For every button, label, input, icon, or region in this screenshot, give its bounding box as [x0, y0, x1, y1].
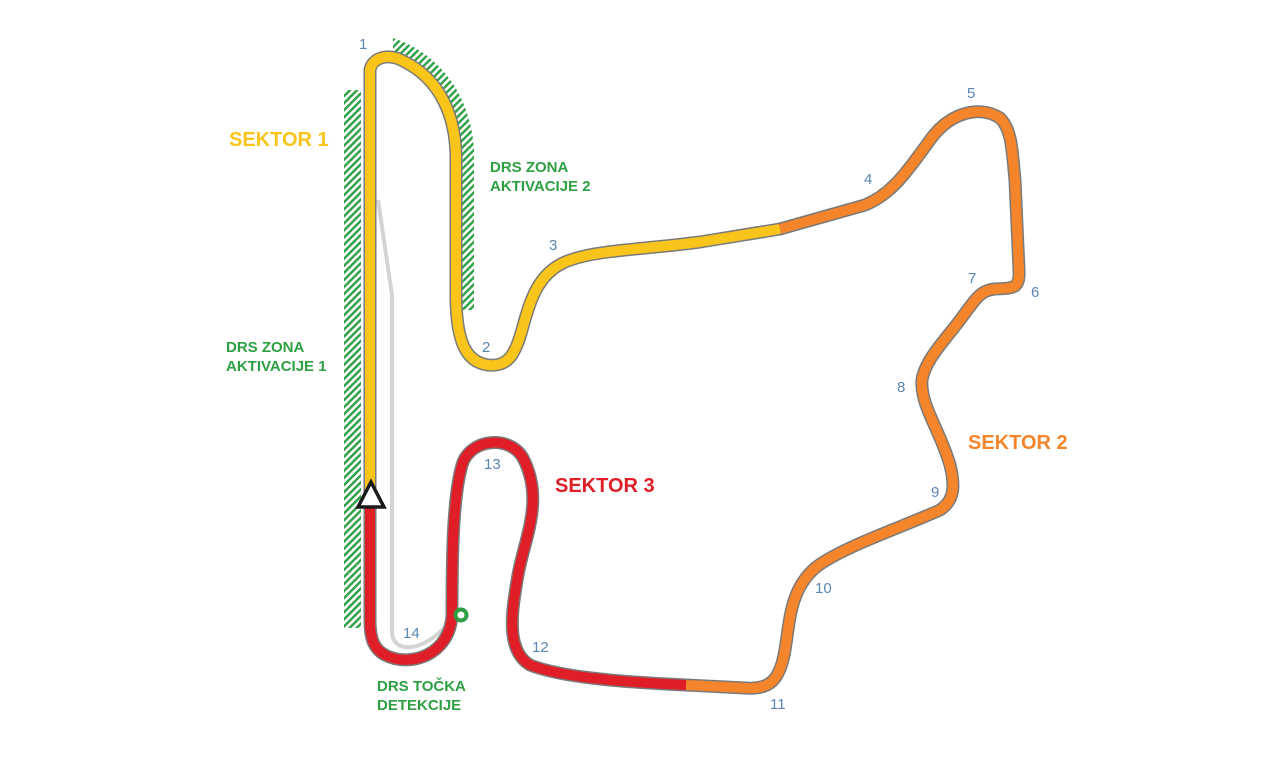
turn-number: 1: [359, 36, 367, 53]
start-finish-triangle-icon: [355, 478, 387, 509]
sector-1-label: SEKTOR 1: [229, 129, 329, 151]
drs-zone-1-label-line1: DRS ZONA: [226, 339, 305, 356]
drs-zone-1-label-line2: AKTIVACIJE 1: [226, 358, 327, 375]
drs-detection-label-line1: DRS TOČKA: [377, 677, 466, 695]
sector-2-label: SEKTOR 2: [968, 432, 1068, 454]
turn-number: 6: [1031, 284, 1039, 301]
drs-zone-2-label-line2: AKTIVACIJE 2: [490, 178, 591, 195]
turn-number: 11: [770, 696, 786, 713]
drs-zone-2-area: [393, 38, 474, 310]
turn-number: 14: [403, 625, 420, 642]
turn-number: 4: [864, 171, 872, 188]
turn-number: 9: [931, 484, 939, 501]
track-outline-s1: [363, 50, 787, 503]
track-sector-3: [365, 437, 687, 690]
sector-3-label: SEKTOR 3: [555, 475, 655, 497]
drs-zone-2-label-line1: DRS ZONA: [490, 159, 569, 176]
drs-detection-point-icon: [453, 607, 469, 623]
pit-lane: [376, 199, 449, 650]
drs-zone-1-area: [344, 90, 361, 628]
turn-number: 13: [484, 456, 501, 473]
turn-number: 2: [482, 339, 490, 356]
track-outline-s2: [679, 105, 1026, 695]
track-sector-2: [685, 106, 1025, 694]
turn-number: 7: [968, 270, 976, 287]
turn-number: 8: [897, 379, 905, 396]
turn-number: 12: [532, 639, 549, 656]
turn-number: 5: [967, 85, 975, 102]
drs-detection-label-line2: DETEKCIJE: [377, 697, 461, 714]
turn-number: 10: [815, 580, 832, 597]
track-sector-1: [365, 51, 781, 496]
turn-number: 3: [549, 237, 557, 254]
